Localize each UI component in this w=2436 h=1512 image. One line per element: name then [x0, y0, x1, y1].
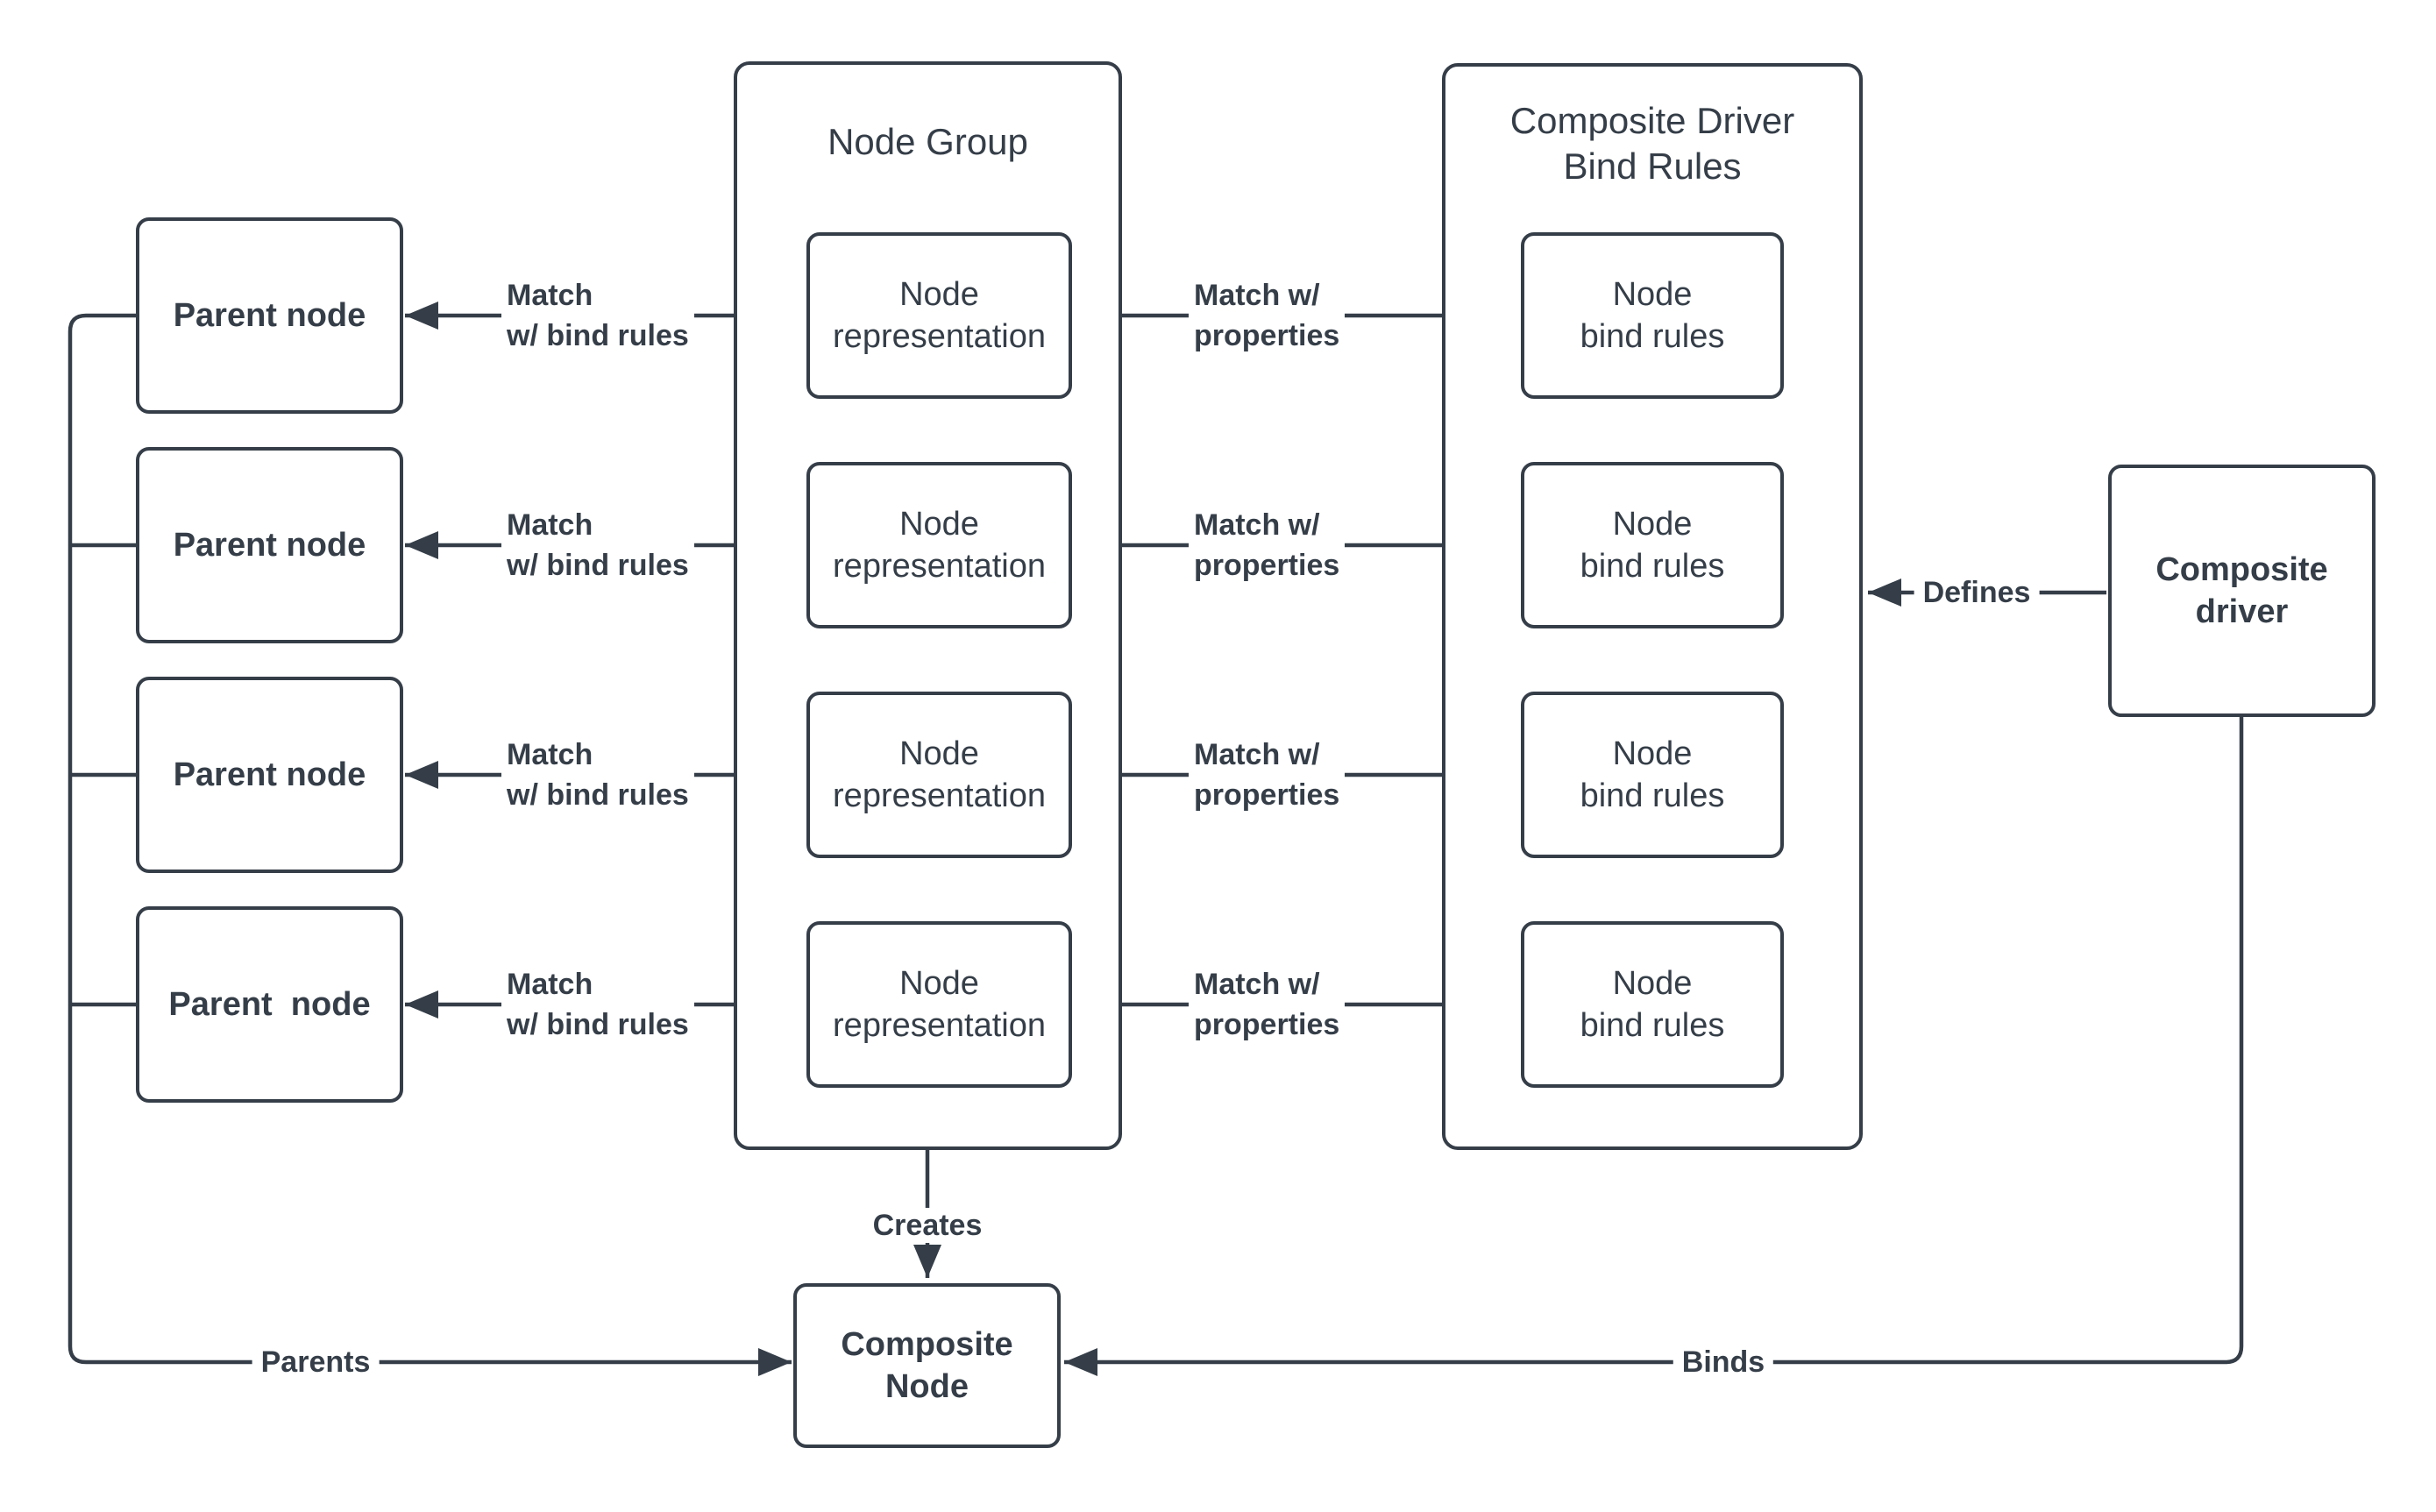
edge-label-match-properties-row4: Match w/ properties	[1189, 964, 1346, 1045]
node-bind-rules-box-1: Node bind rules	[1521, 232, 1784, 399]
node-representation-box-4: Node representation	[806, 921, 1072, 1088]
edge-label-match-properties-row1: Match w/ properties	[1189, 275, 1346, 356]
edge-parents	[67, 313, 792, 1376]
parent-node-box-2: Parent node	[136, 447, 403, 643]
parent-node-box-3: Parent node	[136, 677, 403, 873]
edge-label-creates: Creates	[863, 1208, 991, 1243]
edge-label-binds: Binds	[1673, 1345, 1774, 1380]
edge-label-match-bind-rules-row2: Match w/ bind rules	[501, 505, 694, 586]
edge-label-parents: Parents	[252, 1345, 380, 1380]
node-group-title: Node Group	[827, 121, 1028, 162]
edge-binds	[1064, 717, 2244, 1376]
node-bind-rules-box-4: Node bind rules	[1521, 921, 1784, 1088]
node-representation-box-1: Node representation	[806, 232, 1072, 399]
bind-rules-title: Composite Driver Bind Rules	[1509, 100, 1795, 187]
edge-label-match-properties-row2: Match w/ properties	[1189, 505, 1346, 586]
node-representation-box-3: Node representation	[806, 692, 1072, 858]
composite-node-box: Composite Node	[793, 1283, 1061, 1448]
composite-driver-box: Composite driver	[2108, 465, 2376, 717]
edge-label-match-properties-row3: Match w/ properties	[1189, 735, 1346, 815]
edge-label-match-bind-rules-row3: Match w/ bind rules	[501, 735, 694, 815]
edge-label-defines: Defines	[1914, 575, 2040, 610]
parent-node-box-4: Parent node	[136, 906, 403, 1103]
edge-label-match-bind-rules-row1: Match w/ bind rules	[501, 275, 694, 356]
node-bind-rules-box-2: Node bind rules	[1521, 462, 1784, 628]
node-bind-rules-box-3: Node bind rules	[1521, 692, 1784, 858]
node-representation-box-2: Node representation	[806, 462, 1072, 628]
parent-node-box-1: Parent node	[136, 217, 403, 414]
edge-label-match-bind-rules-row4: Match w/ bind rules	[501, 964, 694, 1045]
